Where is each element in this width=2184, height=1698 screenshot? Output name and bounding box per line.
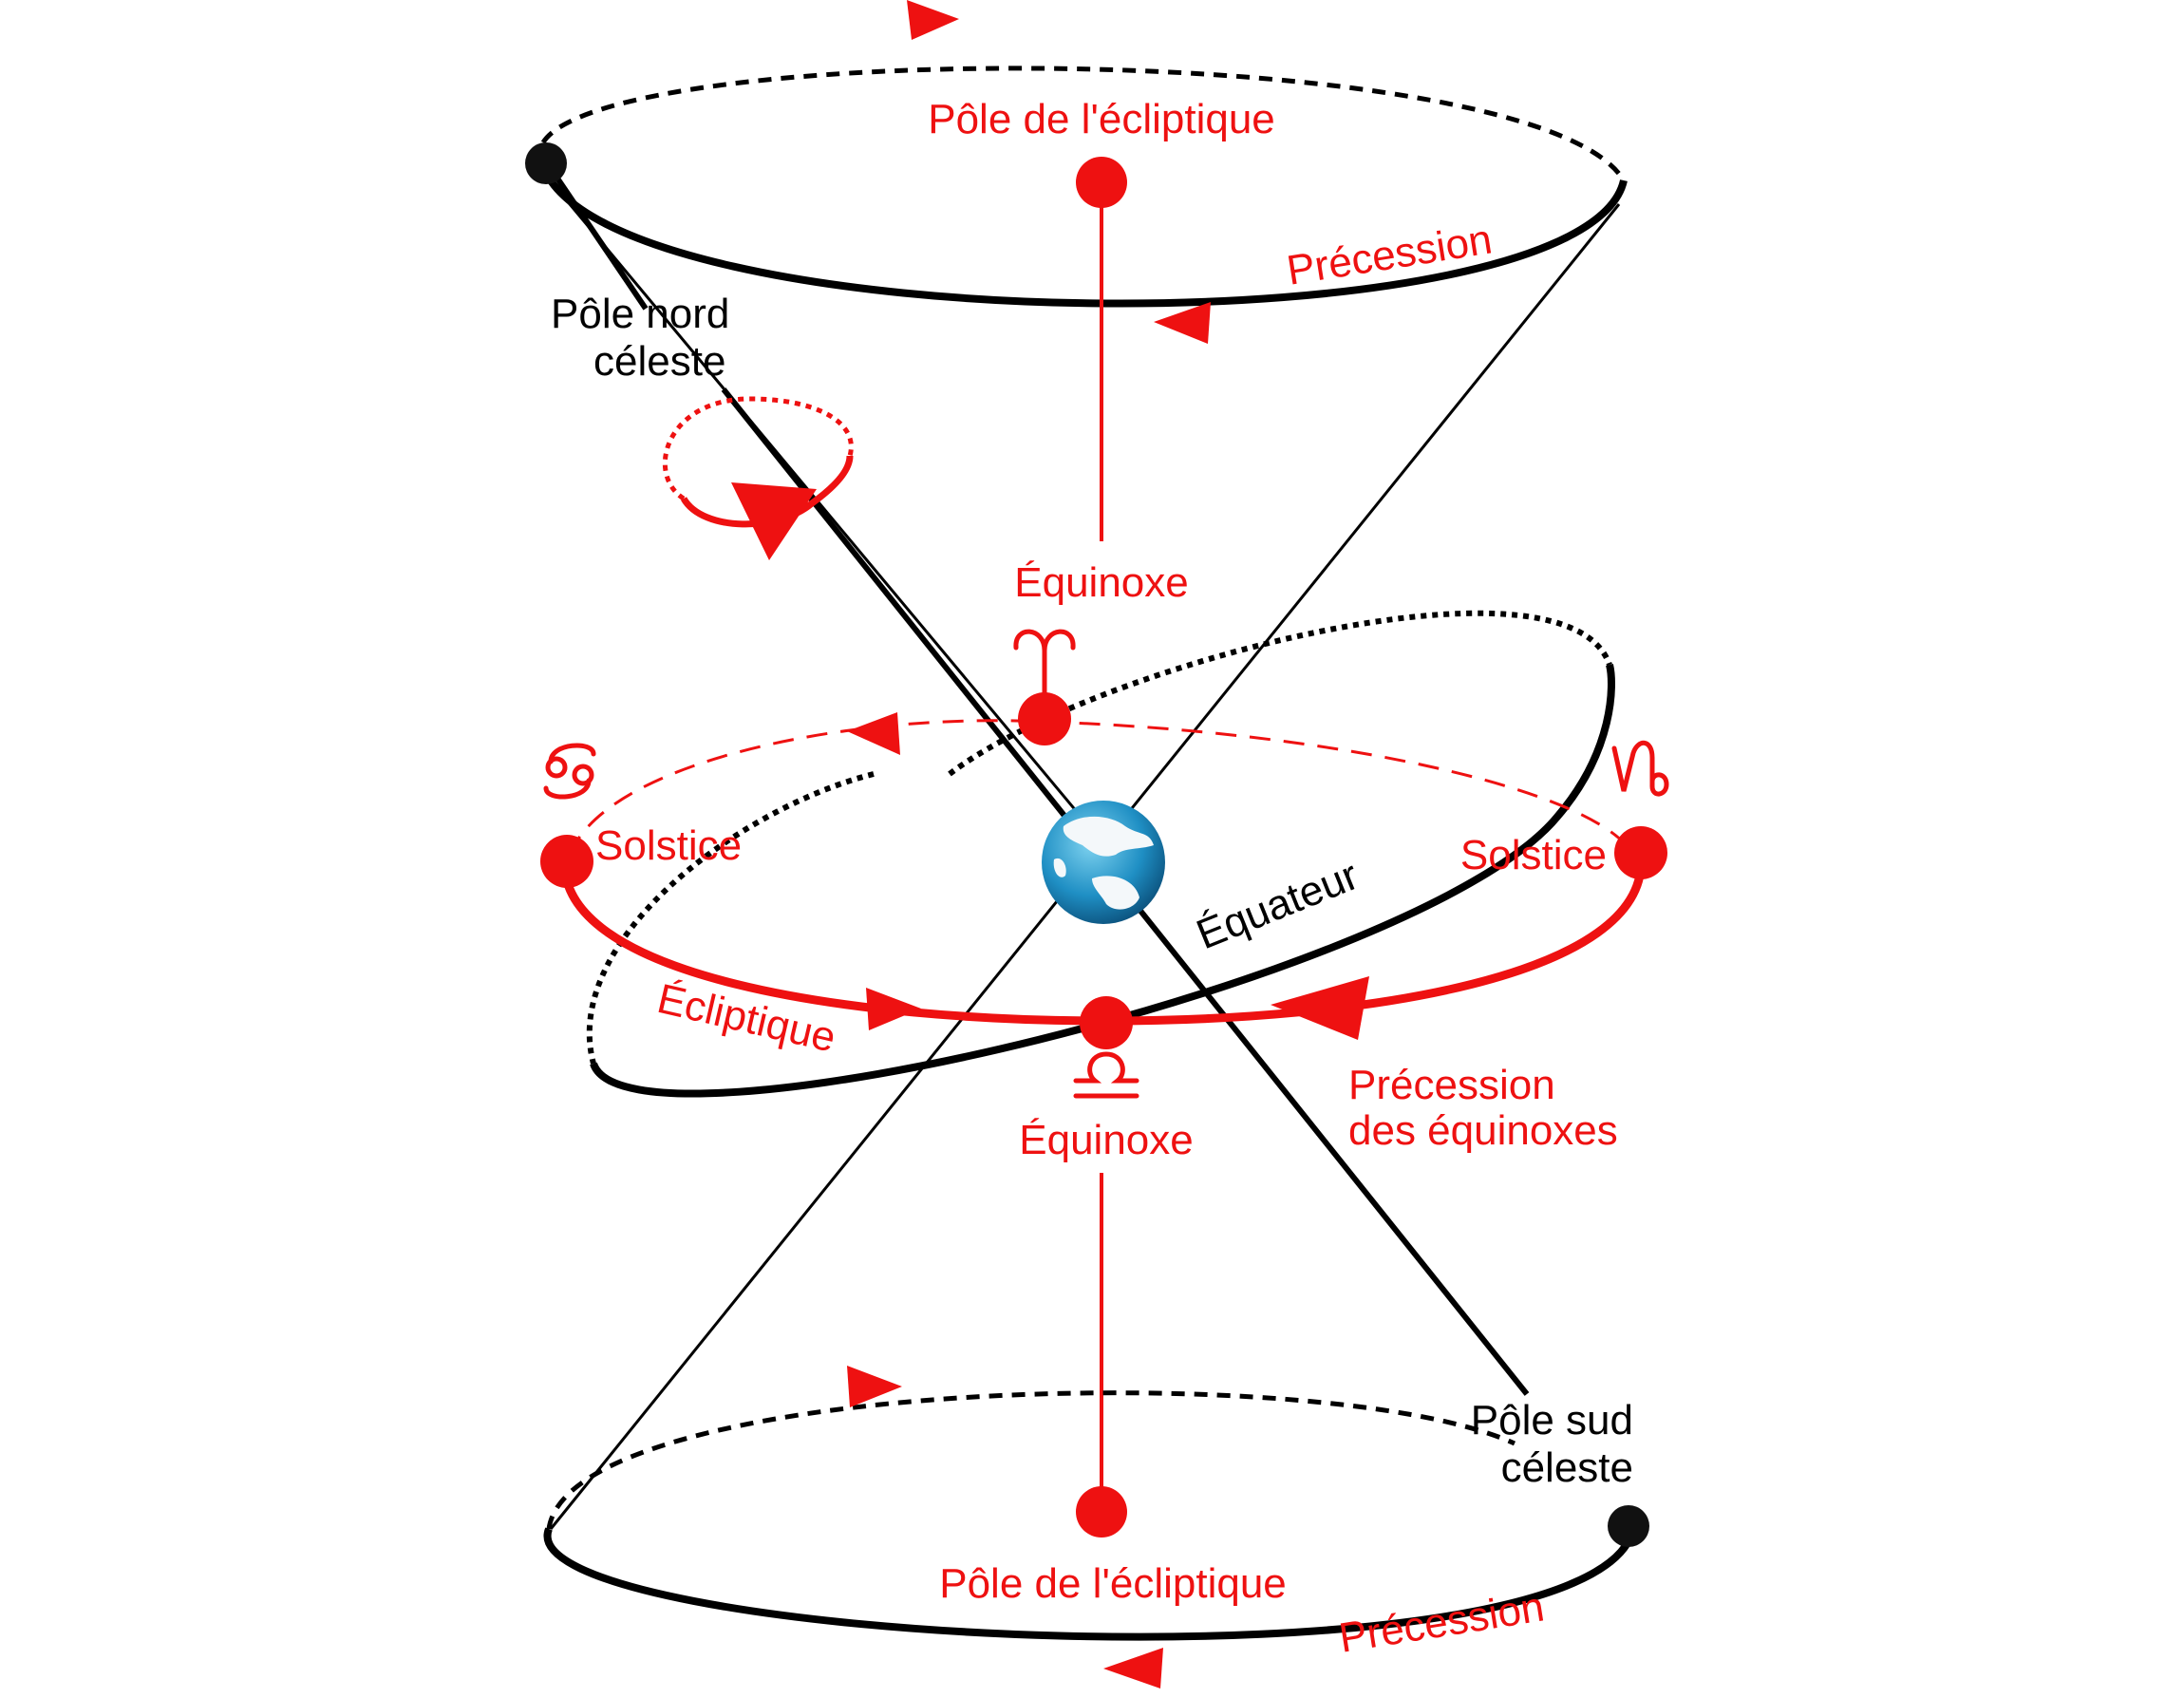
bottom-front-arrow-icon (1103, 1648, 1163, 1689)
ecliptic-back-arrow-icon (847, 712, 900, 755)
label-precession-bottom: Précession (1336, 1583, 1548, 1661)
rotation-arrow-icon (731, 482, 817, 560)
label-pole-sud-line1: Pôle sud (1471, 1397, 1633, 1443)
bottom-circle-front (543, 1527, 1637, 1641)
label-pole-ecliptique-bottom: Pôle de l'écliptique (939, 1560, 1287, 1607)
top-circle-back-dashed (540, 66, 1627, 182)
equator-front (590, 664, 1615, 1098)
equator-left-dashed (586, 771, 875, 1065)
earth-rotation-indicator (662, 396, 854, 560)
label-pole-nord-line2: céleste (593, 338, 725, 385)
bottom-precession-circle (543, 1366, 1637, 1689)
ecliptic-front-arrow-icon (866, 988, 921, 1030)
rotation-loop-back (662, 396, 854, 501)
capricorn-symbol-icon (1611, 740, 1669, 797)
top-front-arrow-icon (1154, 302, 1211, 344)
axis-top-segment (543, 160, 649, 311)
cancer-symbol-icon (543, 743, 596, 800)
solstice-left-dot (540, 835, 593, 888)
label-pole-nord-line1: Pôle nord (551, 291, 729, 337)
top-back-arrow-icon (907, 0, 959, 40)
label-pole-sud-line2: céleste (1501, 1444, 1633, 1491)
label-pole-ecliptique-top: Pôle de l'écliptique (928, 96, 1275, 142)
bottom-circle-back-dashed (546, 1390, 1516, 1530)
top-precession-circle (539, 0, 1628, 344)
solstice-right-dot (1614, 826, 1667, 879)
rotation-loop-front (680, 455, 854, 528)
top-circle-front (539, 164, 1628, 308)
cone-line-left (544, 175, 1099, 837)
equinox-bottom-dot (1080, 996, 1133, 1049)
label-equinoxe-top: Équinoxe (1014, 559, 1188, 606)
south-celestial-pole-dot (1608, 1505, 1649, 1547)
north-celestial-pole-dot (525, 142, 567, 184)
libra-symbol-icon (1073, 1051, 1139, 1099)
label-precession-equinoxes-line1: Précession (1348, 1062, 1555, 1108)
label-precession-equinoxes-line2: des équinoxes (1348, 1107, 1618, 1154)
aries-symbol-icon (1013, 629, 1076, 696)
bottom-back-arrow-icon (847, 1366, 902, 1407)
earth-globe-icon (1042, 801, 1165, 924)
ecliptic-pole-top-dot (1076, 157, 1127, 208)
label-equinoxe-bottom: Équinoxe (1019, 1117, 1193, 1163)
label-solstice-right: Solstice (1460, 832, 1607, 878)
precession-equinoxes-arrow-icon (1271, 976, 1369, 1040)
ecliptic-pole-bottom-dot (1076, 1486, 1127, 1538)
equinox-top-dot (1018, 692, 1071, 745)
label-solstice-left: Solstice (595, 822, 742, 869)
